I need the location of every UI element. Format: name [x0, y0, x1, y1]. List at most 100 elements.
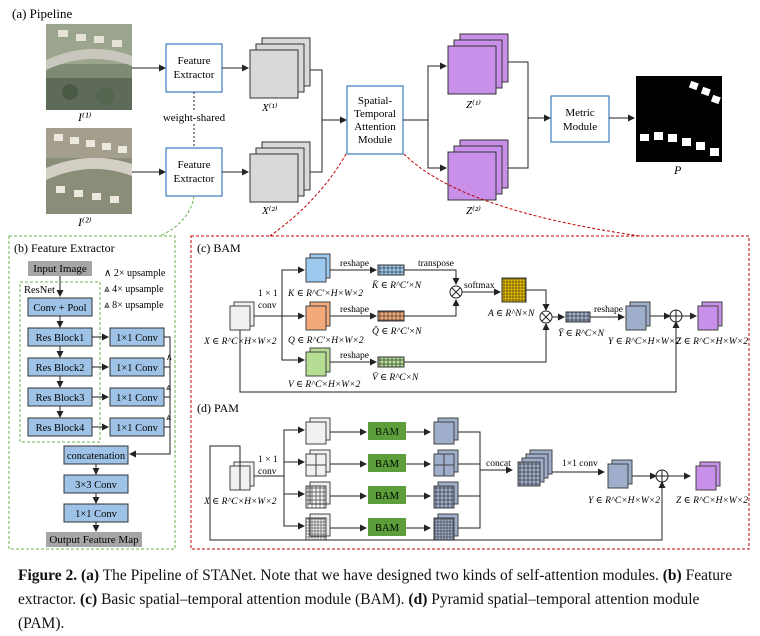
z2-label: Z⁽²⁾ [466, 205, 481, 217]
caption-a-text: The Pipeline of STANet. Note that we hav… [99, 567, 659, 584]
stam-box [346, 85, 404, 155]
pam-conv-label-2: conv [258, 467, 277, 477]
figure-caption: Figure 2. (a) The Pipeline of STANet. No… [18, 564, 748, 636]
z1-label: Z⁽¹⁾ [466, 99, 481, 111]
pam-concat-stack [517, 449, 553, 487]
x1-label: X⁽¹⁾ [261, 102, 278, 114]
caption-a-marker: (a) [81, 567, 100, 584]
legend-8x: ⩓ 8× upsample [104, 300, 164, 311]
pam-scale-2 [305, 449, 459, 477]
feature-extractor-box-1 [165, 43, 223, 93]
v-bar-label: V̄ ∈ R^C×N [372, 372, 419, 383]
res-block-4-label: Res Block4 [36, 423, 85, 434]
conv1x1-4-label: 1×1 Conv [116, 423, 159, 434]
bam-section-label: (c) BAM [197, 241, 241, 255]
reshape-k-label: reshape [340, 259, 369, 269]
softmax-label: softmax [464, 280, 495, 291]
pam-bam-3-label: BAM [375, 491, 400, 502]
p-label: P [673, 163, 682, 177]
conv1x1-final-label: 1×1 Conv [75, 509, 118, 520]
caption-figure-number: Figure 2. [18, 567, 78, 584]
stam-label-1: Spatial- [358, 95, 393, 107]
pam-z-cube [695, 461, 721, 491]
fe1-label-line1: Feature [178, 55, 211, 67]
resnet-group [19, 281, 101, 443]
fe2-label-line2: Extractor [174, 173, 215, 185]
input-image-label: Input Image [33, 263, 87, 275]
v-label: V ∈ R^C×H×W×2 [288, 380, 361, 390]
output-feature-map-box [46, 532, 142, 547]
stam-label-3: Attention [354, 121, 396, 133]
matmul-op-1 [449, 285, 463, 299]
caption-d-marker: (d) [408, 591, 428, 608]
concatenation-label: concatenation [67, 451, 126, 462]
bam-z-label: Z ∈ R^C×H×W×2 [676, 337, 748, 347]
input-image-2 [46, 128, 132, 214]
pam-scale-1 [305, 417, 459, 445]
x2-feature-cube [249, 141, 311, 203]
fe1-label-line2: Extractor [174, 69, 215, 81]
pam-scale-4 [305, 513, 459, 541]
pam-bam-2-label: BAM [375, 459, 400, 470]
matmul-op-2 [539, 310, 553, 324]
pam-y-label: Y ∈ R^C×H×W×2 [588, 496, 660, 506]
conv1x1-2-label: 1×1 Conv [116, 363, 159, 374]
pam-section-label: (d) PAM [197, 401, 239, 415]
image-2-label: I⁽²⁾ [77, 215, 92, 229]
bam-y-cube [625, 301, 651, 331]
upsample-2x-mark: ∧ [166, 352, 173, 362]
pam-y-cube [607, 459, 633, 489]
k-cube [305, 253, 331, 283]
q-label: Q ∈ R^C'×H×W×2 [288, 336, 364, 346]
pam-scale-3 [305, 481, 459, 509]
y-bar-label: Ȳ ∈ R^C×N [558, 327, 605, 339]
bam-conv-label-1: 1 × 1 [258, 289, 278, 299]
z1-feature-cube [447, 33, 509, 95]
input-image-box [28, 261, 92, 276]
conv1x1-3-label: 1×1 Conv [116, 393, 159, 404]
fe-section-label: (b) Feature Extractor [14, 241, 115, 255]
q-bar-label: Q̄ ∈ R^C'×N [372, 325, 422, 337]
feature-extractor-panel [8, 235, 176, 550]
k-bar-label: K̄ ∈ R^C'×N [371, 280, 422, 291]
pam-conv-label-1: 1 × 1 [258, 455, 278, 465]
metric-module-box [550, 95, 610, 143]
x1-feature-cube [249, 37, 311, 99]
pipeline-section-label: (a) Pipeline [12, 6, 73, 21]
bam-y-label: Y ∈ R^C×H×W×2 [608, 337, 680, 347]
attention-panel [190, 235, 750, 550]
stam-label-2: Temporal [354, 108, 396, 120]
pam-bam-4-label: BAM [375, 523, 400, 534]
bam-x-cube [229, 301, 255, 331]
add-op-bam [669, 309, 683, 323]
pam-branch-lines [254, 426, 305, 530]
legend-2x: ∧ 2× upsample [104, 268, 166, 279]
conv1x1-1-label: 1×1 Conv [116, 333, 159, 344]
res-block-1-label: Res Block1 [36, 333, 85, 344]
pam-x-cube [229, 461, 255, 491]
caption-d-text: Pyramid spatial–temporal attention modul… [18, 591, 700, 632]
add-op-pam [655, 469, 669, 483]
bam-z-cube [697, 301, 723, 331]
k-label: K ∈ R^C'×H×W×2 [287, 289, 363, 299]
pam-concat-label: concat [486, 459, 511, 469]
upsample-8x-mark: ⩓ [166, 412, 171, 422]
upsample-4x-mark: ⩓ [166, 382, 171, 392]
reshape-q-label: reshape [340, 305, 369, 315]
stam-label-4: Module [358, 134, 392, 146]
caption-c-text: Basic spatial–temporal attention module … [97, 591, 409, 608]
q-cube [305, 301, 331, 331]
conv3x3-label: 3×3 Conv [75, 480, 118, 491]
weight-shared-label: weight-shared [163, 112, 226, 124]
fe2-label-line1: Feature [178, 159, 211, 171]
caption-c-marker: (c) [79, 591, 98, 608]
pam-merge-lines [458, 431, 513, 529]
a-label: A ∈ R^N×N [487, 309, 535, 319]
change-map-output [636, 76, 722, 162]
caption-b-marker: (b) [662, 567, 682, 584]
reshape-v-label: reshape [340, 351, 369, 361]
res-block-3-label: Res Block3 [36, 393, 85, 404]
resnet-label: ResNet [24, 285, 55, 296]
pam-x-label: X ∈ R^C×H×W×2 [203, 497, 277, 507]
